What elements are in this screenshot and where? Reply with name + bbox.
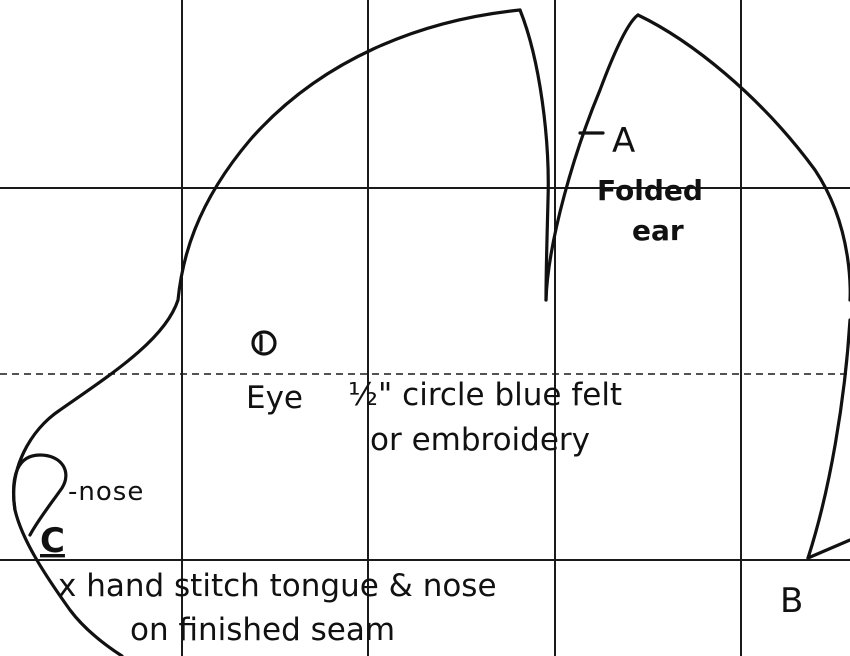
ear-back-curve [636,13,850,302]
cheek-curve [806,318,850,560]
label-stitch-line2: on finished seam [130,612,395,648]
label-nose: -nose [68,477,144,507]
ear-seam [544,13,640,302]
head-back-to-snout [12,8,522,656]
label-stitch-line1: x hand stitch tongue & nose [58,568,497,604]
nose-shape [12,453,68,537]
head-outline [12,8,850,656]
label-eye-spec: ½" circle blue felt [348,377,622,413]
label-point-b: B [780,581,803,621]
label-ear: ear [632,214,684,247]
label-point-c: C [40,521,65,561]
label-eye: Eye [246,380,303,416]
label-eye-alt: or embroidery [370,422,590,458]
label-folded: Folded [597,174,703,207]
eye-marker [251,330,277,356]
head-back-top-stroke [518,8,550,302]
jaw-stroke [806,538,850,560]
label-point-a: A [612,121,635,161]
